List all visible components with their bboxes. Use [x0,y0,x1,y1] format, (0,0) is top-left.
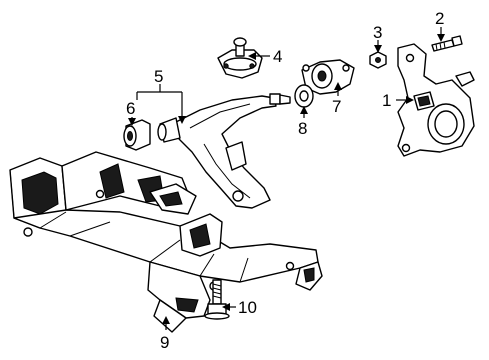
crossmember [9,151,323,333]
callout-6: 6 [126,99,135,118]
callout-2: 2 [435,9,444,28]
callout-8: 8 [298,119,307,138]
steering-knuckle [397,43,475,157]
callout-3: 3 [373,23,382,42]
callout-10: 10 [238,298,257,317]
callout-7: 7 [332,97,341,116]
nut [369,51,387,69]
callout-4: 4 [273,47,282,66]
callout-leaders [128,27,445,330]
callout-5: 5 [154,67,163,86]
bushing-6 [123,119,151,151]
washer [294,84,314,108]
bolt-2 [431,35,463,52]
bolt-10 [204,279,230,320]
lower-control-arm [157,93,291,209]
callout-1: 1 [382,91,391,110]
callout-9: 9 [160,333,169,352]
bushing-bracket [301,59,355,95]
